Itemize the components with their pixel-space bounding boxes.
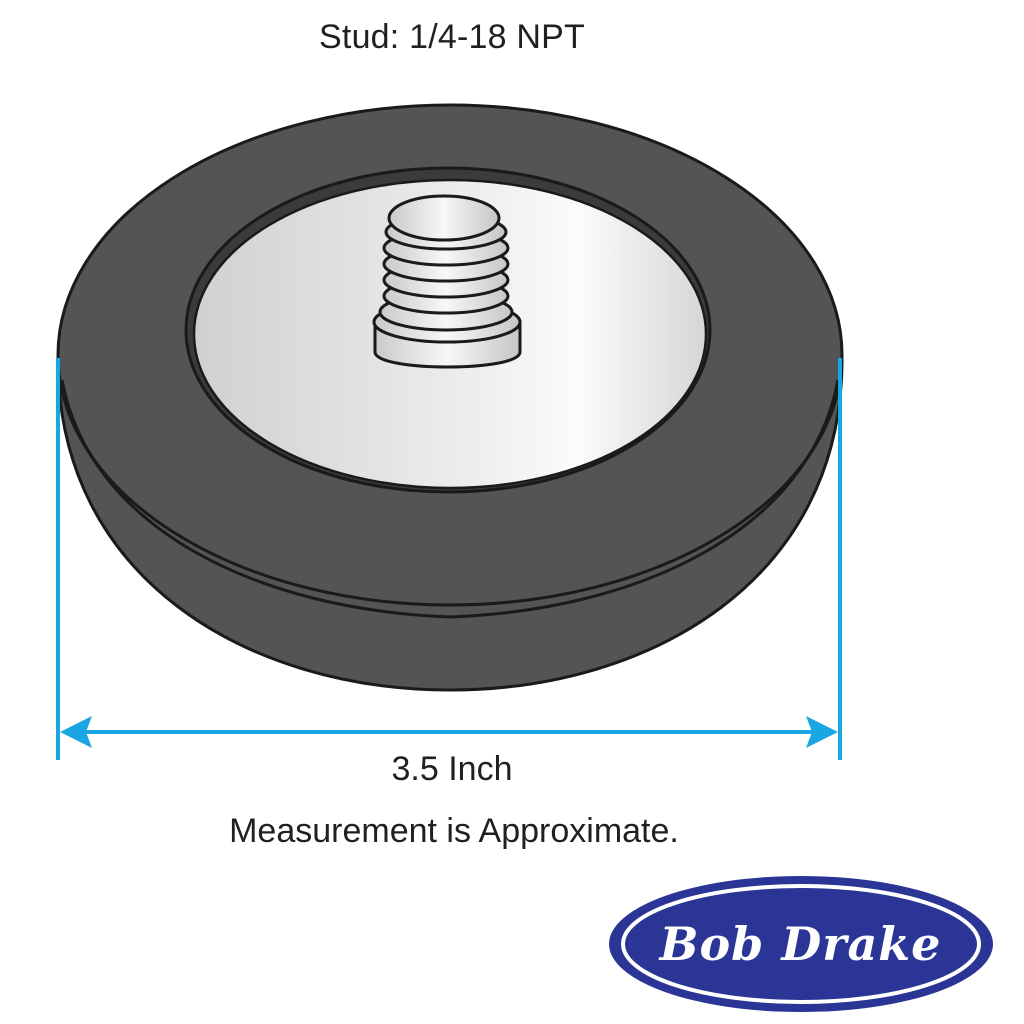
brand-logo-text: Bob Drake (659, 917, 942, 971)
brand-logo-shape (609, 876, 993, 1012)
arrow-right-icon (806, 716, 838, 748)
threaded-stud (372, 194, 522, 369)
brand-logo: Bob Drake (608, 876, 993, 1012)
dimension-indicator (56, 358, 842, 760)
arrow-left-icon (60, 716, 92, 748)
approximate-note: Measurement is Approximate. (229, 812, 679, 850)
stud-spec-title: Stud: 1/4-18 NPT (319, 18, 585, 56)
dimension-label: 3.5 Inch (391, 750, 513, 788)
